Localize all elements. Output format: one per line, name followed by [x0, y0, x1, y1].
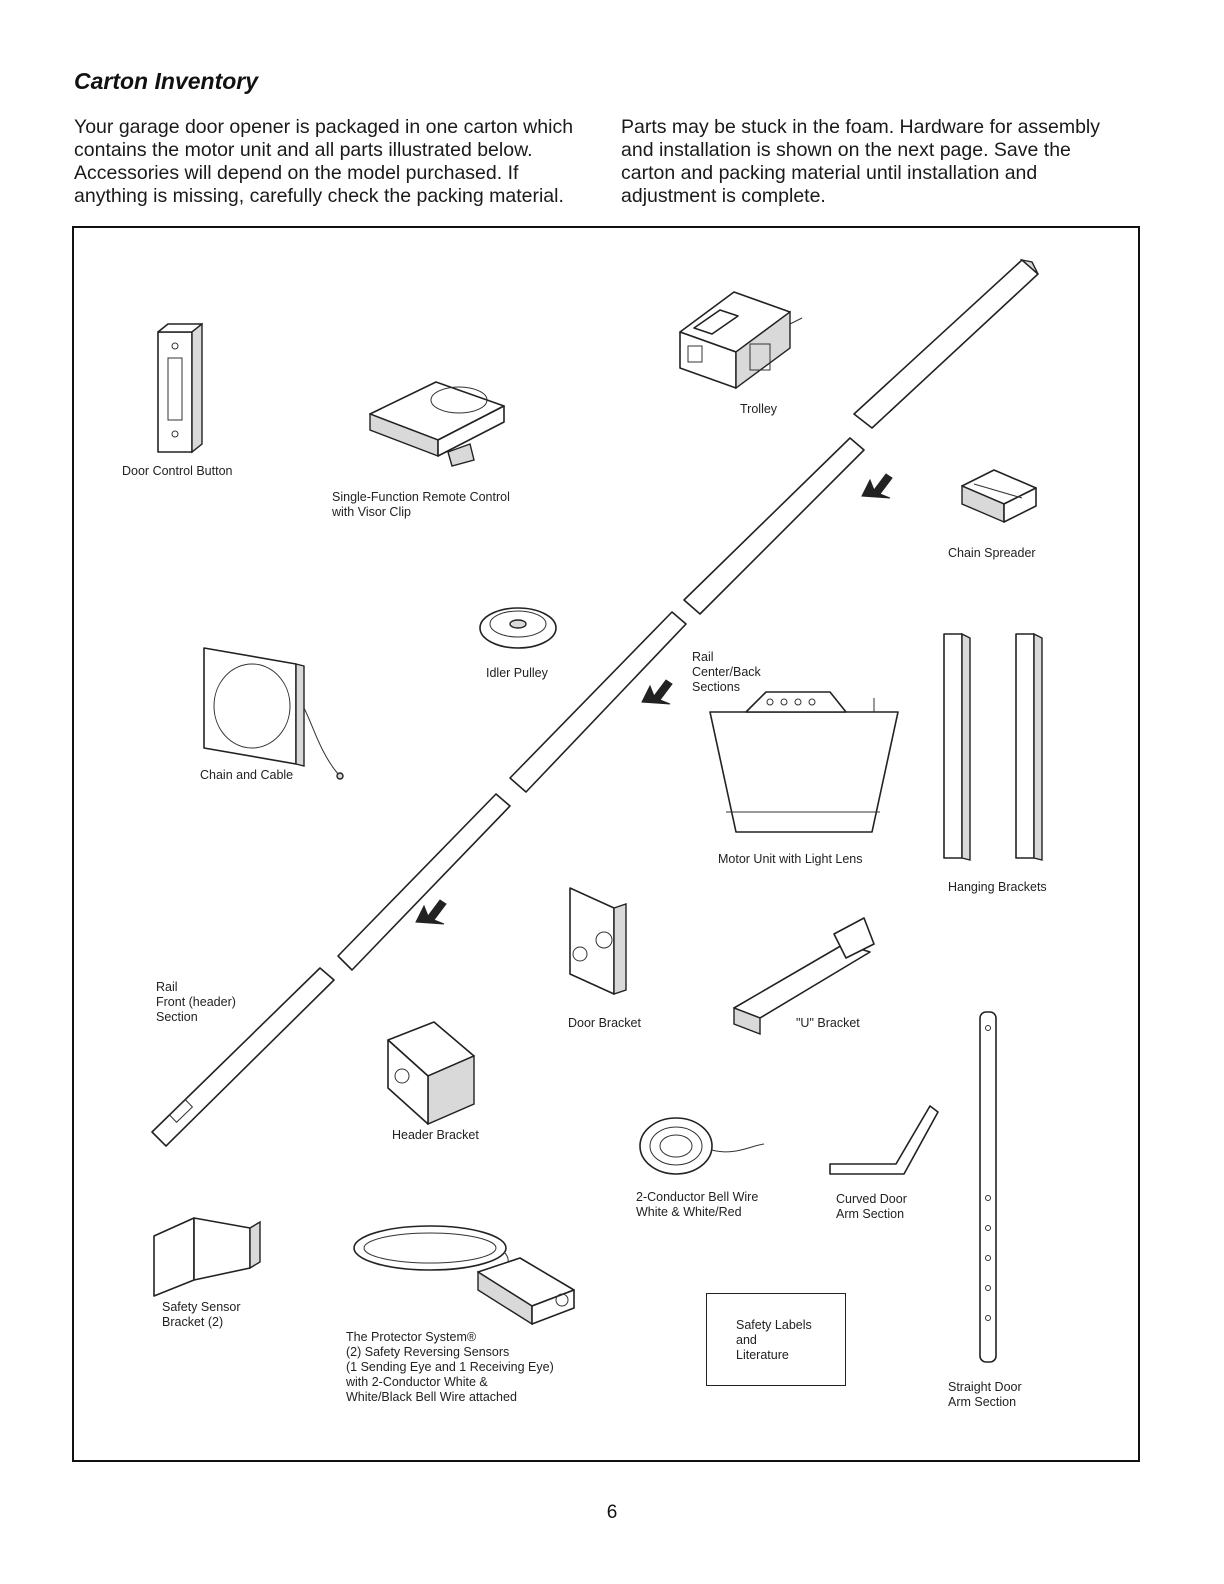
arrow-icon: [862, 474, 892, 498]
motor-unit-illustration: [710, 692, 898, 832]
trolley-label: Trolley: [740, 402, 777, 417]
parts-illustration: [74, 228, 1138, 1460]
idler-pulley-illustration: [480, 608, 556, 648]
bell-wire-label: 2-Conductor Bell Wire White & White/Red: [636, 1190, 758, 1220]
header-bracket-label: Header Bracket: [392, 1128, 479, 1143]
header-bracket-illustration: [388, 1022, 474, 1124]
curved-door-arm-illustration: [830, 1106, 938, 1174]
intro-paragraph-left: Your garage door opener is packaged in o…: [74, 116, 594, 208]
remote-control-illustration: [370, 382, 504, 466]
idler-pulley-label: Idler Pulley: [486, 666, 548, 681]
hanging-brackets-illustration: [944, 634, 1042, 860]
safety-sensor-bracket-label: Safety Sensor Bracket (2): [162, 1300, 241, 1330]
motor-unit-label: Motor Unit with Light Lens: [718, 852, 863, 867]
chain-spreader-label: Chain Spreader: [948, 546, 1036, 561]
door-control-button-label: Door Control Button: [122, 464, 232, 479]
trolley-illustration: [680, 292, 802, 388]
hanging-brackets-label: Hanging Brackets: [948, 880, 1047, 895]
chain-spreader-illustration: [962, 470, 1036, 522]
rail-front-label: Rail Front (header) Section: [156, 980, 236, 1025]
door-bracket-illustration: [570, 888, 626, 994]
rail-center-back-label: Rail Center/Back Sections: [692, 650, 761, 695]
safety-labels-label: Safety Labels and Literature: [736, 1318, 812, 1363]
straight-door-arm-label: Straight Door Arm Section: [948, 1380, 1022, 1410]
door-control-button-illustration: [158, 324, 202, 452]
page-title: Carton Inventory: [74, 68, 258, 95]
parts-illustration-frame: Door Control Button Single-Function Remo…: [72, 226, 1140, 1462]
protector-system-illustration: [354, 1226, 574, 1324]
bell-wire-illustration: [640, 1118, 764, 1174]
straight-door-arm-illustration: [980, 1012, 996, 1362]
arrow-icon: [416, 900, 446, 924]
protector-system-label: The Protector System® (2) Safety Reversi…: [346, 1330, 554, 1405]
u-bracket-label: "U" Bracket: [796, 1016, 860, 1031]
chain-and-cable-illustration: [204, 648, 343, 779]
safety-sensor-bracket-illustration: [154, 1218, 260, 1296]
chain-and-cable-label: Chain and Cable: [200, 768, 293, 783]
door-bracket-label: Door Bracket: [568, 1016, 641, 1031]
page-number: 6: [0, 1502, 1224, 1524]
remote-control-label: Single-Function Remote Control with Viso…: [332, 490, 510, 520]
intro-paragraph-right: Parts may be stuck in the foam. Hardware…: [621, 116, 1121, 208]
arrow-icon: [642, 680, 672, 704]
curved-door-arm-label: Curved Door Arm Section: [836, 1192, 907, 1222]
